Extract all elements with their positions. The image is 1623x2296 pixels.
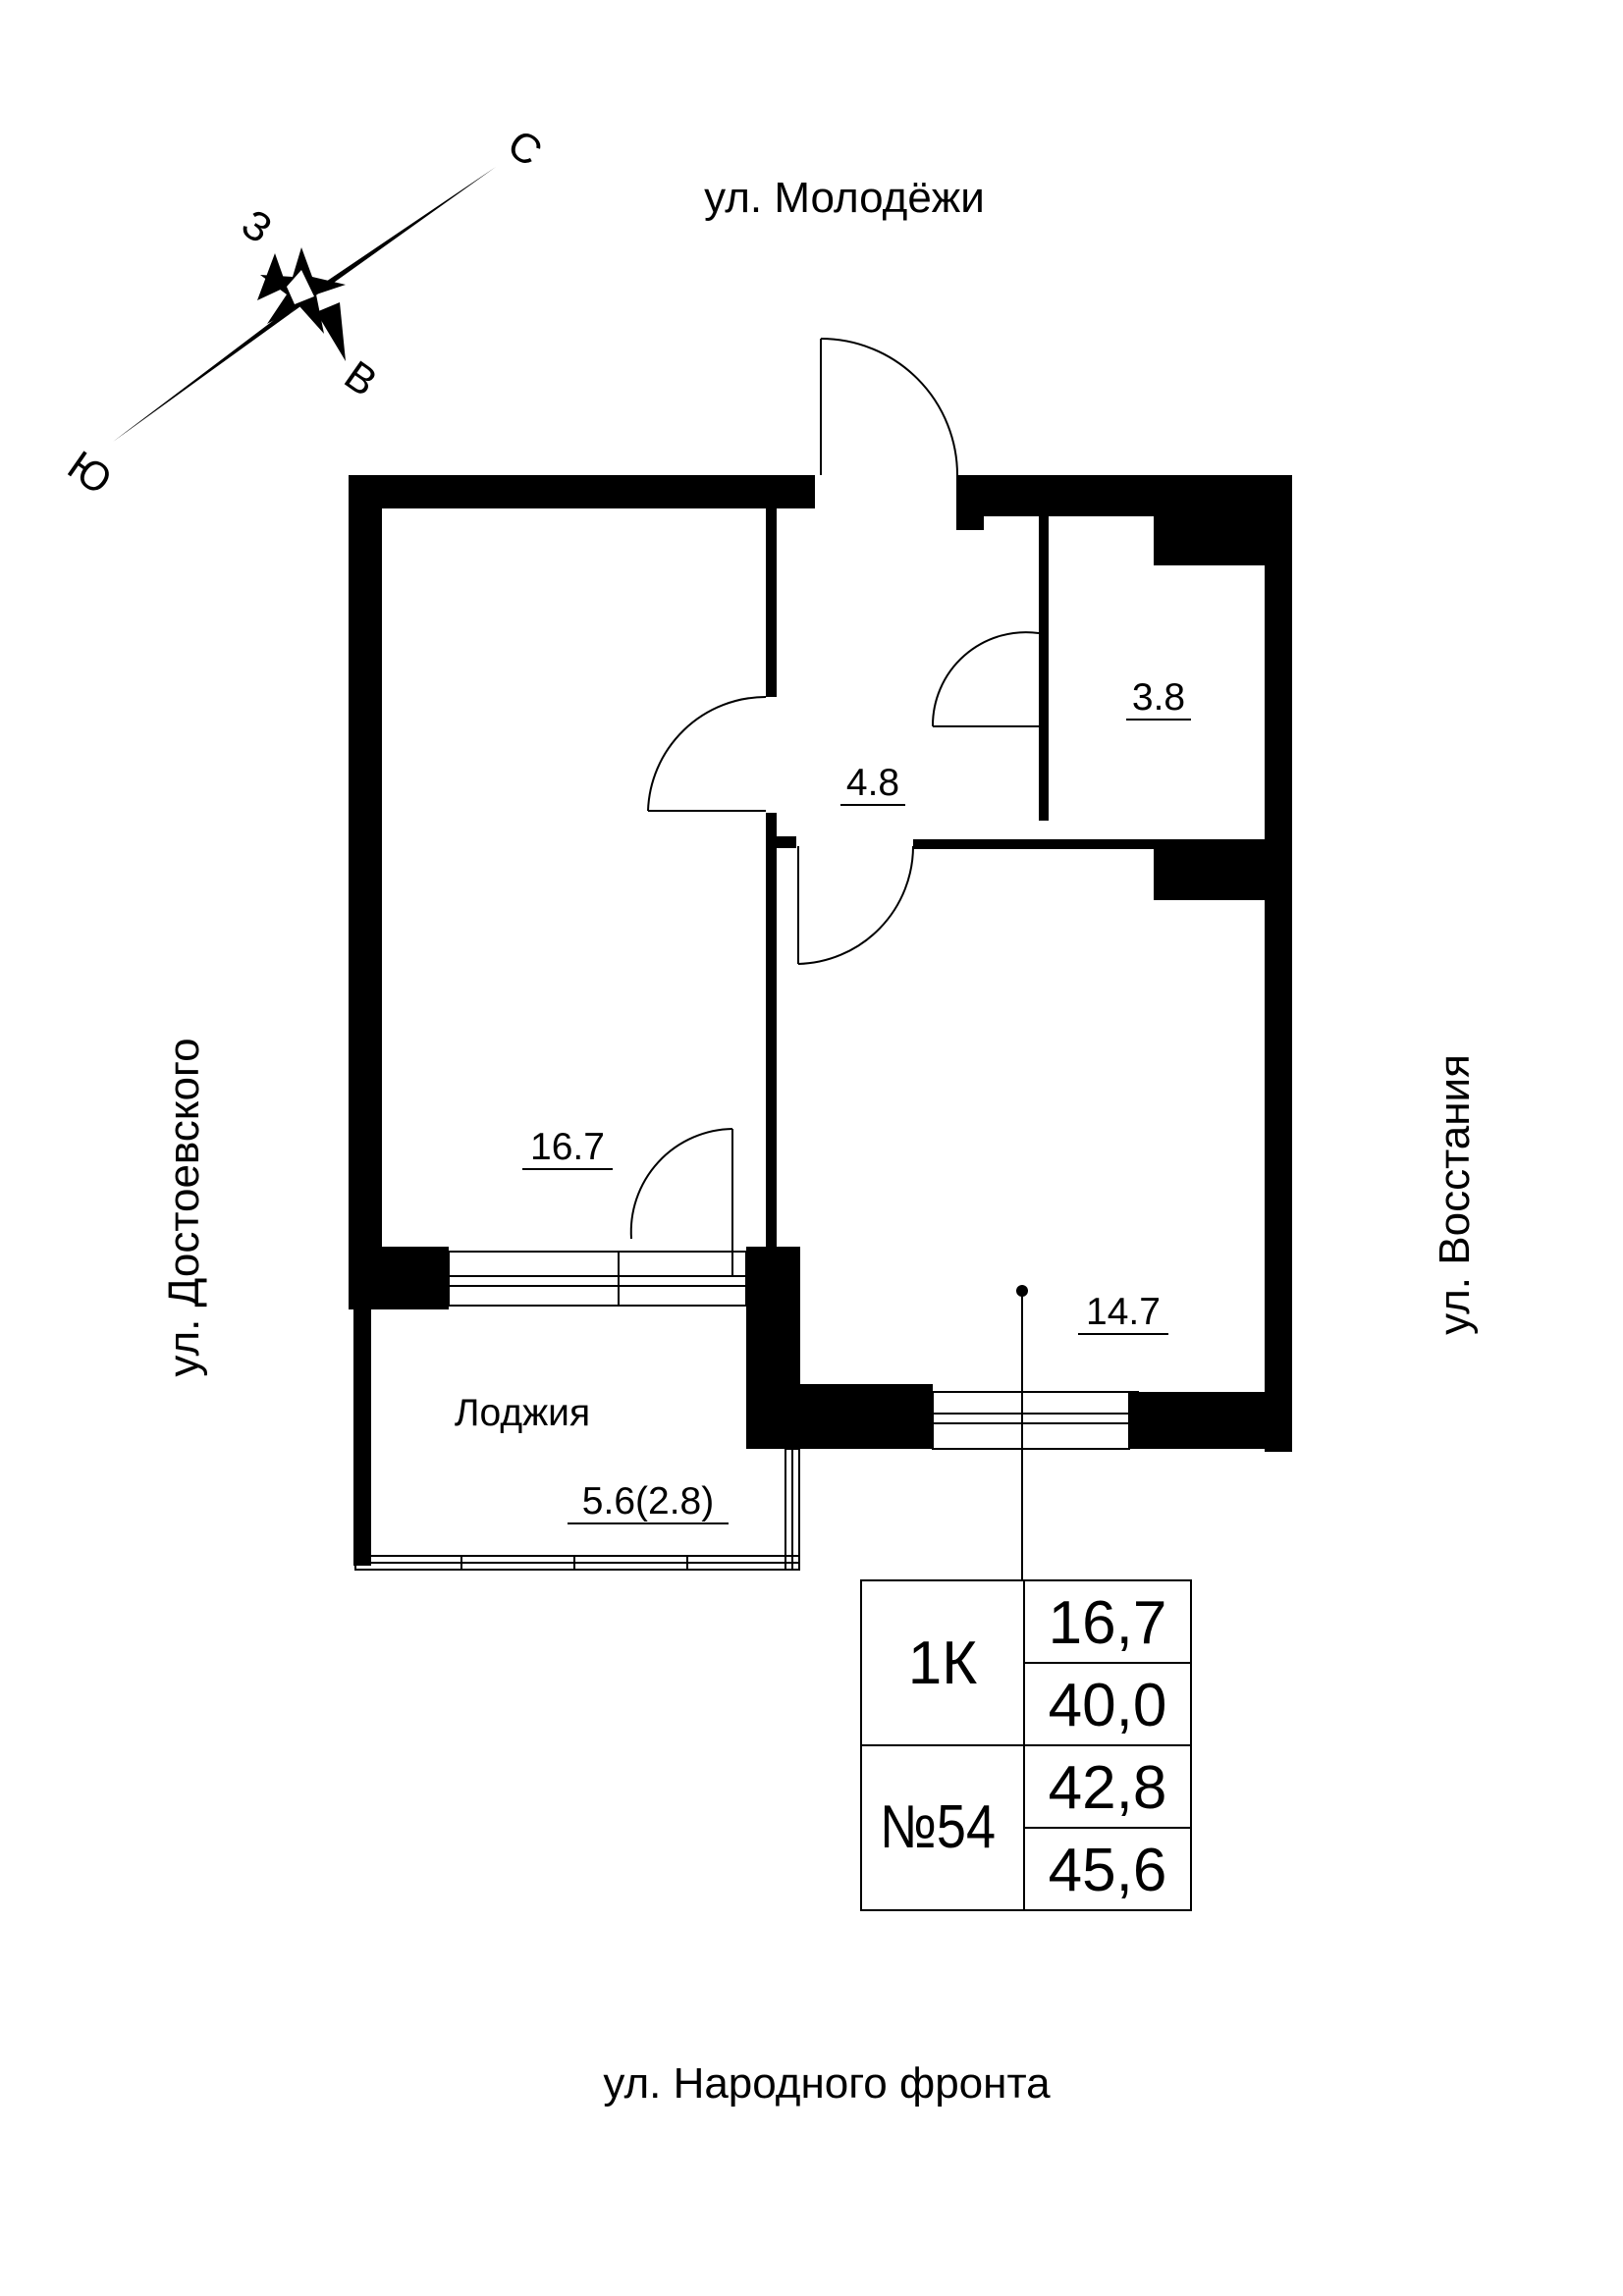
- bedroom-door-swing: [647, 696, 767, 812]
- area-3-value: 42,8: [1049, 1754, 1167, 1822]
- compass-south-label: Ю: [60, 442, 121, 504]
- compass-needle-north: [290, 167, 496, 314]
- walls: [349, 475, 1292, 1566]
- kitchen-area-label: 14.7: [1086, 1291, 1161, 1333]
- balcony-door-swing: [629, 1128, 733, 1240]
- entrance-door-swing: [820, 338, 958, 476]
- apartment-type: 1К: [908, 1629, 978, 1697]
- total-area-value: 45,6: [1049, 1837, 1167, 1904]
- kitchen-door-swing: [797, 845, 914, 965]
- windows: [448, 1251, 1139, 1450]
- compass-west-label: З: [234, 200, 281, 252]
- summary-values: 1К №54 16,7 40,0 42,8 45,6: [880, 1589, 1166, 1904]
- living-area-value: 16,7: [1049, 1589, 1167, 1657]
- loggia-name-label: Лоджия: [455, 1392, 590, 1434]
- bedroom-area-label: 16.7: [530, 1126, 605, 1168]
- bath-area-label: 3.8: [1132, 676, 1185, 719]
- loggia-glazing: [354, 1448, 800, 1571]
- doors: [629, 338, 1040, 1276]
- hall-area-label: 4.8: [846, 762, 899, 804]
- street-south-label: ул. Народного фронта: [603, 2059, 1051, 2108]
- kitchen-window: [932, 1391, 1130, 1450]
- bedroom-window: [448, 1251, 747, 1307]
- summary-table: [860, 1579, 1192, 1911]
- street-north-label: ул. Молодёжи: [704, 174, 985, 222]
- room-labels: 16.7 4.8 3.8 14.7 Лоджия 5.6(2.8): [455, 676, 1191, 1524]
- compass-rose: С З В Ю: [60, 120, 551, 503]
- loggia-area-label: 5.6(2.8): [582, 1480, 714, 1522]
- compass-east-label: В: [337, 351, 386, 405]
- area-2-value: 40,0: [1049, 1672, 1167, 1739]
- compass-star-center: [287, 270, 314, 304]
- compass-needle-south: [113, 290, 314, 442]
- compass-north-label: С: [500, 120, 551, 175]
- street-west-label: ул. Достоевского: [160, 1038, 208, 1376]
- street-east-label: ул. Восстания: [1431, 1054, 1479, 1335]
- compass-needle-east: [316, 302, 346, 361]
- bathroom-door-swing: [931, 631, 1040, 727]
- apartment-number: №54: [880, 1793, 996, 1861]
